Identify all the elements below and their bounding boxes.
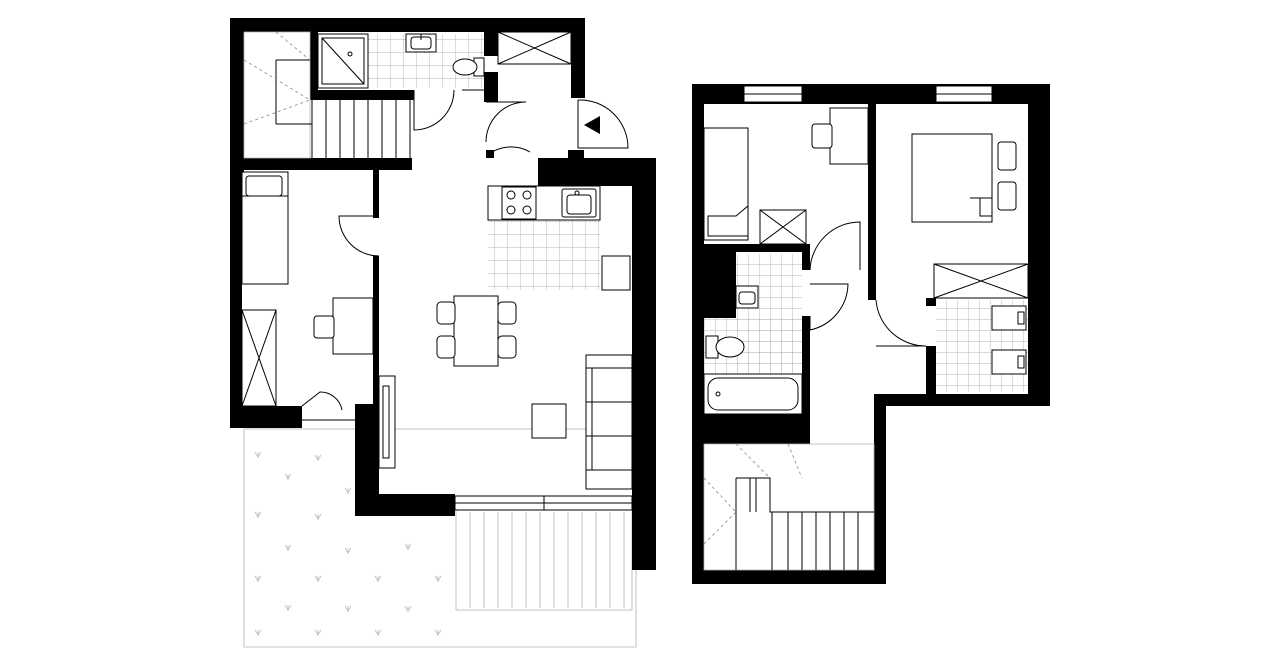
wardrobe-icon [241, 309, 277, 407]
sink-icon [405, 33, 437, 53]
lower-stair [243, 31, 411, 159]
sofa-icon [585, 354, 633, 490]
upper-sink-icon [735, 285, 759, 309]
lower-level-plan [230, 18, 656, 648]
utility-closet [497, 31, 572, 65]
tv-unit-icon [378, 375, 396, 469]
terrace-boards [469, 512, 625, 608]
desk-icon [313, 297, 374, 355]
toilet-icon [452, 57, 485, 77]
stove-icon [501, 186, 537, 220]
shower-icon [317, 33, 369, 89]
wardrobe-icon-large [933, 263, 1029, 299]
bed-icon [241, 171, 289, 285]
entry-arrow-icon [584, 116, 600, 134]
coffee-table-icon [531, 403, 567, 439]
dryer-icon [991, 349, 1027, 375]
upper-toilet-icon [705, 335, 745, 359]
bathtub-icon [703, 373, 803, 415]
kitchen-floor [488, 220, 600, 290]
lower-walls [230, 18, 656, 570]
terrace-arrows [254, 451, 442, 636]
washer-icon [991, 305, 1027, 331]
lower-doors [301, 89, 629, 421]
bed-icon-small [703, 127, 749, 241]
upper-windows [743, 85, 993, 103]
desk-icon-upper [811, 107, 869, 165]
upper-level-plan [692, 84, 1050, 584]
kitchen-sink-icon [561, 188, 597, 218]
wardrobe-icon-small [759, 209, 807, 245]
fridge-icon [601, 255, 631, 291]
upper-doors [809, 221, 927, 347]
terrace [243, 428, 637, 648]
upper-stair [703, 443, 875, 571]
terrace-window [454, 495, 633, 511]
double-bed-icon [911, 133, 1017, 223]
kitchen-counter [487, 185, 631, 291]
dining-table-icon [436, 295, 517, 367]
